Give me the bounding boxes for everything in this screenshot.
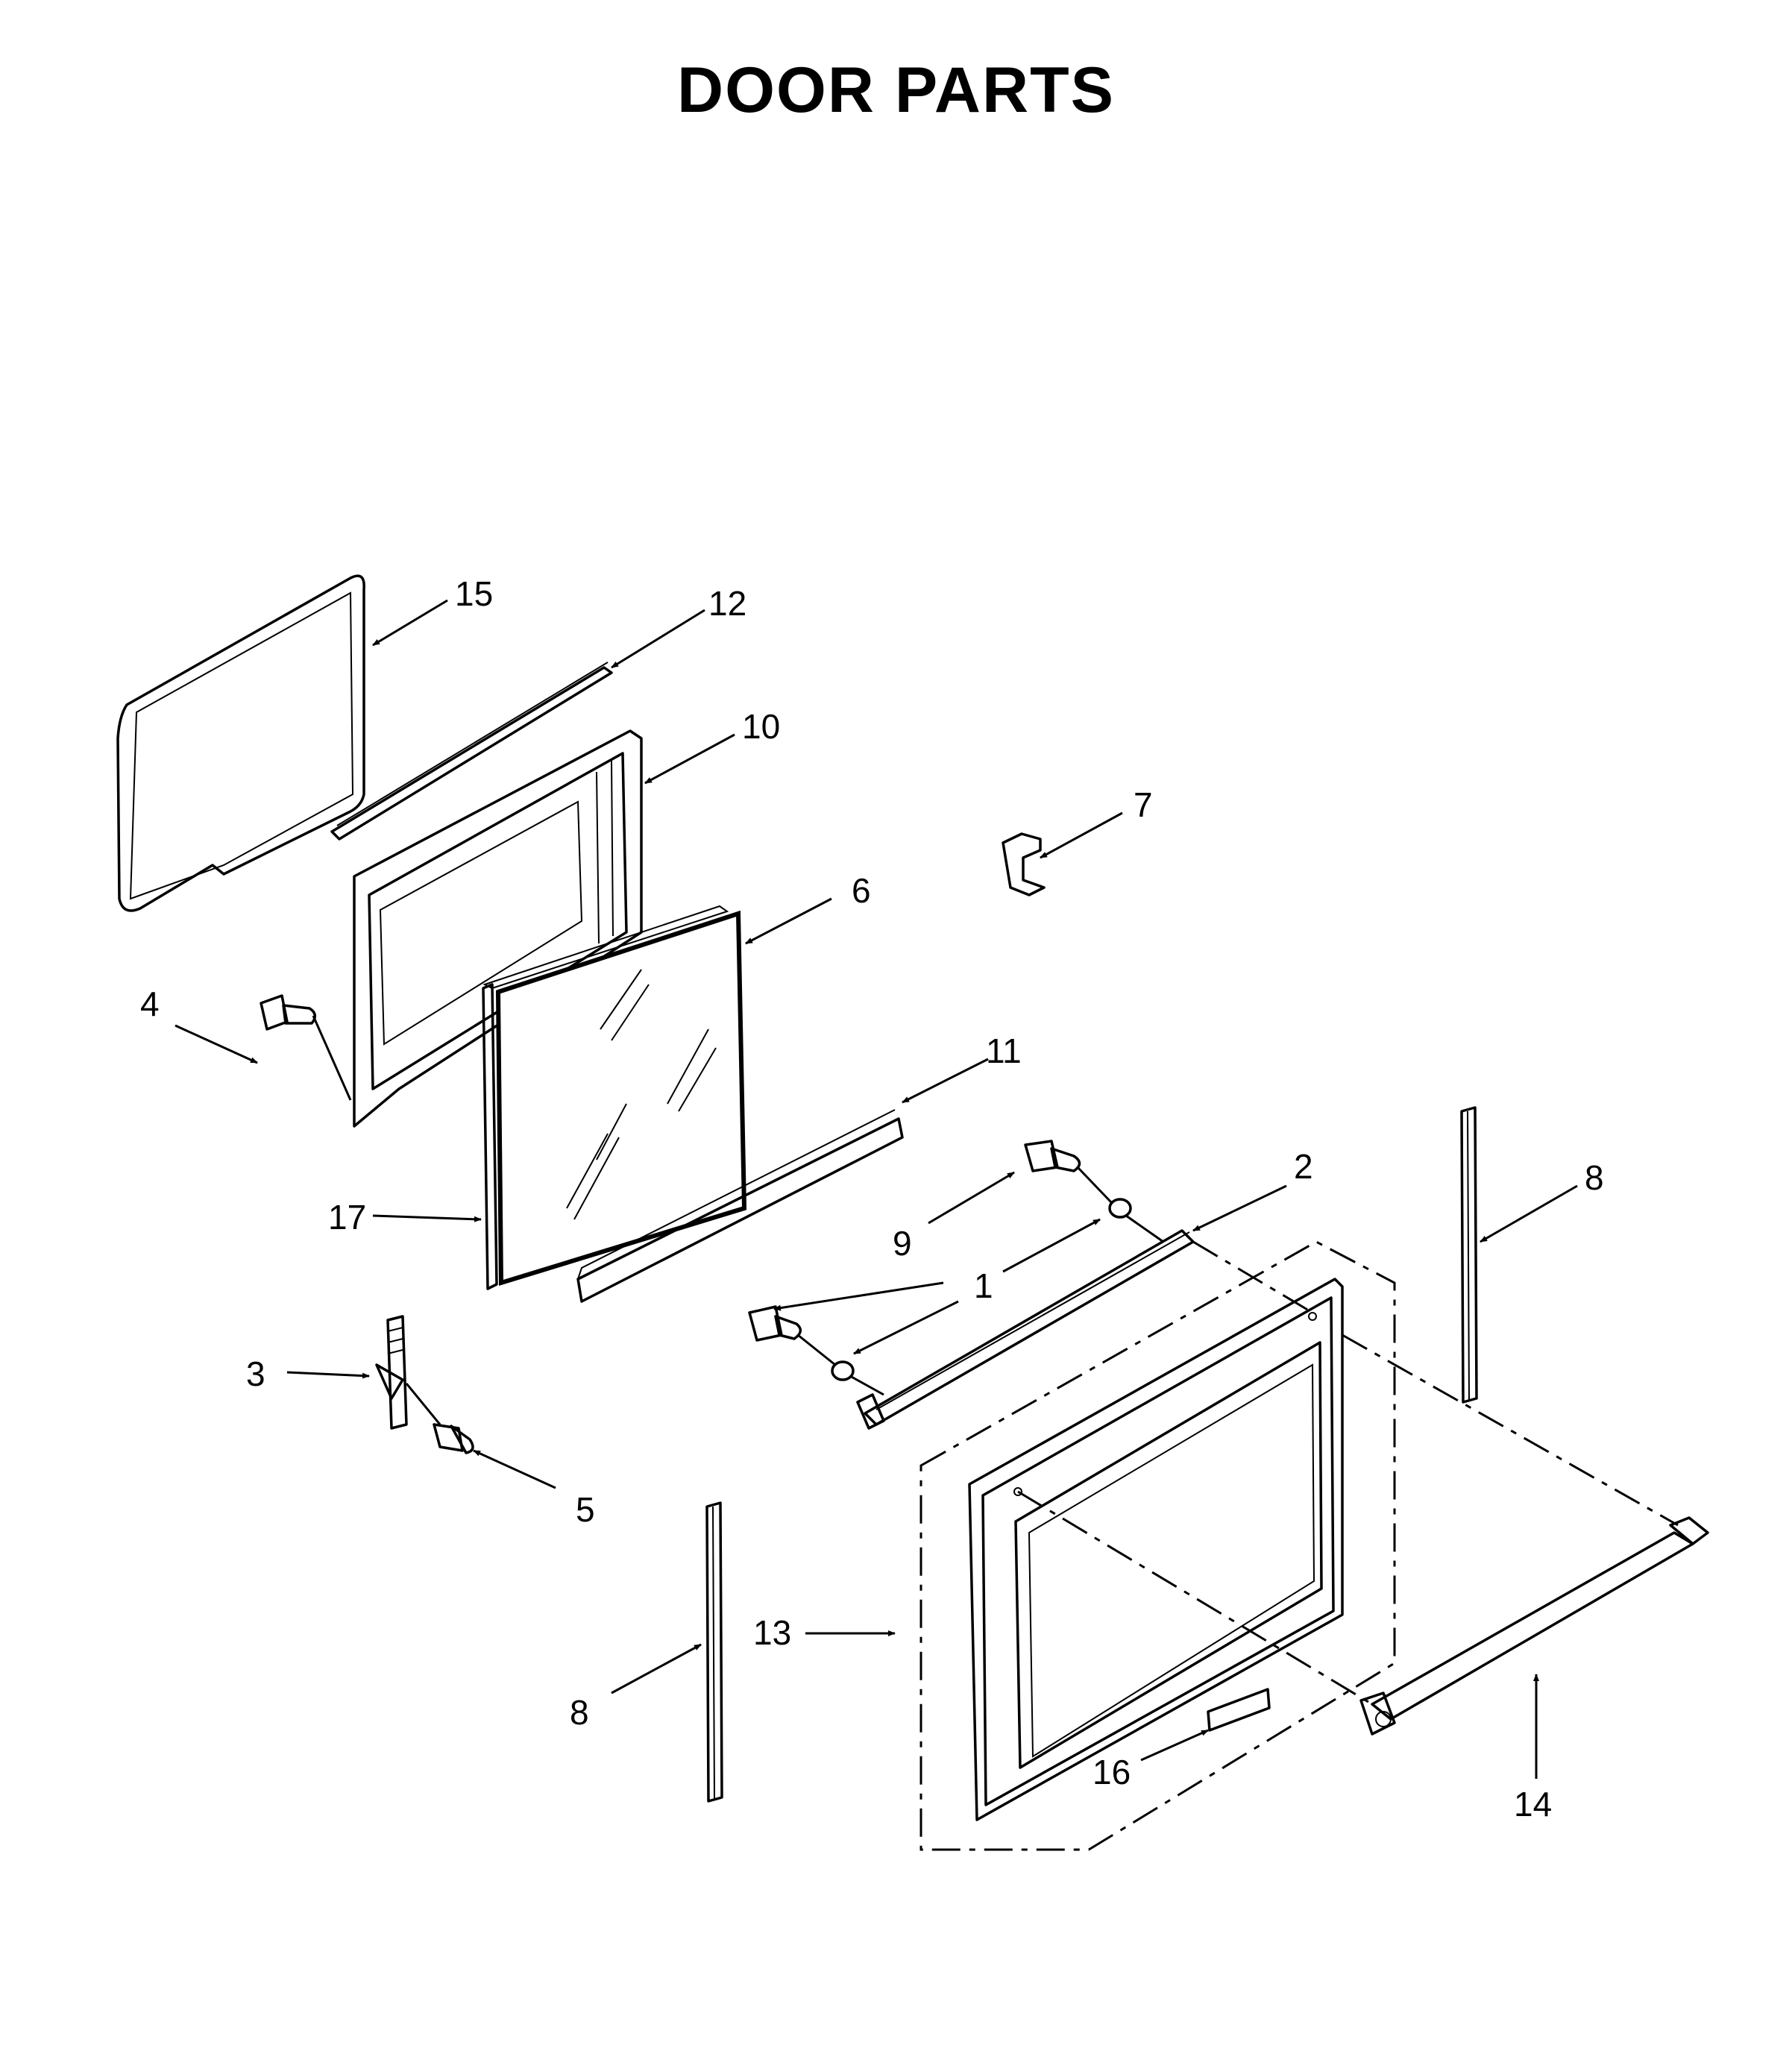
callout-8-right: 8 [1585,1158,1604,1197]
leader-7 [1040,811,1123,859]
leader-1-lower [853,1300,959,1355]
part-3-hinge [375,1315,408,1430]
part-15-door-gasket [116,574,365,912]
leader-8-right [1480,1184,1578,1243]
part-7-clip [1002,832,1046,896]
callout-11: 11 [986,1031,1022,1070]
part-8-trim-strip-left [705,1501,723,1803]
callout-7: 7 [1134,785,1153,824]
leader-4 [175,1024,258,1064]
callout-labels: 15 12 10 7 6 4 11 2 8 17 9 1 3 5 13 8 16… [140,574,1604,1824]
part-13-outer-door [919,1240,1396,1851]
part-1-washer-lower [831,1360,884,1396]
part-4-screw [260,994,352,1101]
page-title: DOOR PARTS [677,54,1115,126]
part-1-washer-upper [1108,1198,1164,1243]
callout-2: 2 [1294,1147,1313,1186]
callout-17: 17 [328,1198,366,1237]
part-6-glass-pane [482,905,747,1287]
construction-lines [1017,1240,1679,1706]
leader-5 [473,1449,556,1489]
callout-12: 12 [708,584,746,623]
callout-14: 14 [1514,1785,1552,1824]
callout-1: 1 [974,1266,993,1305]
leader-3 [286,1371,370,1379]
part-9-screw-lower [748,1305,836,1366]
leader-16 [1140,1729,1209,1762]
part-12-vent-strip [330,662,613,841]
leader-11 [902,1058,989,1104]
leader-lines [175,599,1578,1779]
callout-8-left: 8 [570,1693,589,1732]
leader-2 [1192,1184,1287,1232]
leader-9-upper [928,1171,1015,1225]
leader-17 [372,1214,482,1222]
callout-15: 15 [455,574,493,613]
leader-10 [644,733,735,785]
leader-8-left [611,1643,702,1694]
part-9-screw-upper [1024,1140,1113,1204]
part-16-badge [1207,1688,1271,1732]
leader-15 [372,599,448,647]
part-5-screw [405,1383,474,1454]
callout-6: 6 [852,871,871,910]
leader-6 [745,897,832,945]
leader-12 [611,609,705,669]
part-17-glass-seal [482,983,498,1290]
callout-9: 9 [893,1224,912,1263]
part-8-trim-strip-right [1460,1106,1478,1404]
callout-5: 5 [576,1490,595,1529]
callout-16: 16 [1093,1753,1131,1791]
leader-9-lower [773,1281,944,1311]
part-14-handle [1359,1516,1709,1736]
callout-4: 4 [140,984,160,1023]
leader-1-upper [1002,1218,1101,1273]
callout-13: 13 [753,1613,791,1652]
part-11-bottom-channel [576,1109,904,1303]
callout-3: 3 [246,1354,265,1393]
callout-10: 10 [742,707,780,746]
